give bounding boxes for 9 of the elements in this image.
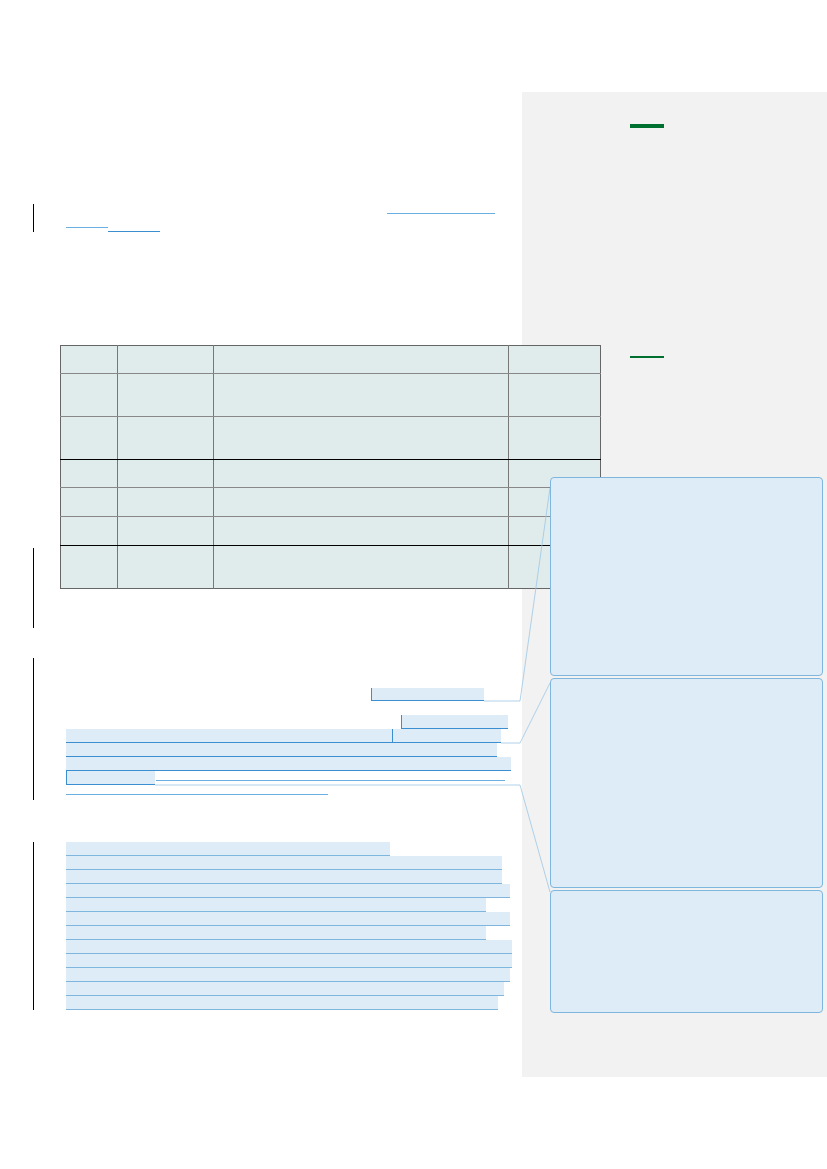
leader-line — [500, 682, 551, 744]
highlighted-text-span — [401, 715, 508, 729]
highlighted-text-span — [392, 729, 501, 743]
leader-line — [154, 784, 551, 893]
highlighted-text-span — [371, 688, 484, 701]
comment-box — [550, 477, 823, 676]
comment-box — [550, 890, 823, 1013]
comment-box — [550, 678, 823, 888]
highlighted-text-span — [66, 771, 155, 785]
